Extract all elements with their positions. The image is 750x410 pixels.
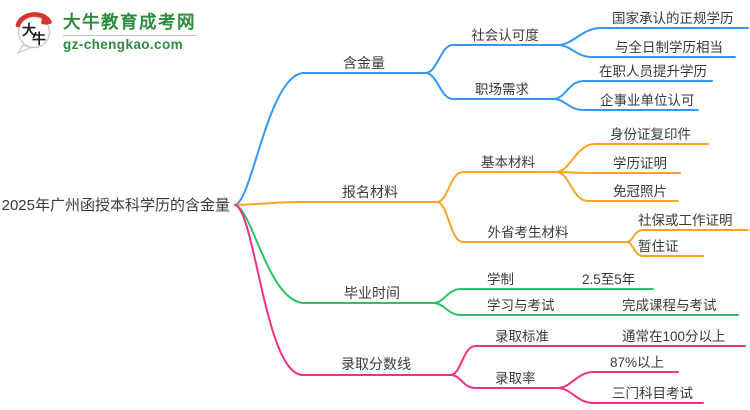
branch-admission-score-label: 录取分数线	[341, 356, 411, 372]
leaf-social-security-work-proof-label: 社保或工作证明	[638, 213, 733, 228]
leaf-inservice-upgrade-label: 在职人员提升学历	[599, 64, 707, 79]
node-admission-standard-label: 录取标准	[495, 329, 549, 344]
svg-text:大: 大	[22, 22, 36, 38]
node-study-and-exams-label: 学习与考试	[487, 298, 555, 313]
site-logo: 大 牛 大牛教育成考网 gz-chengkao.com	[13, 9, 196, 55]
leaf-state-recognized-degree-label: 国家承认的正规学历	[612, 10, 734, 26]
svg-text:牛: 牛	[32, 31, 46, 47]
leaf-complete-courses-exams-label: 完成课程与考试	[622, 298, 717, 313]
leaf-usually-above-100-label: 通常在100分以上	[622, 329, 726, 344]
leaf-87-percent-above-label: 87%以上	[610, 355, 664, 370]
branch-value-lines	[234, 27, 749, 206]
logo-url: gz-chengkao.com	[63, 36, 184, 52]
leaf-temporary-residence-permit-label: 暂住证	[638, 239, 679, 254]
logo-title: 大牛教育成考网	[63, 12, 196, 33]
leaf-education-certificate-label: 学历证明	[613, 156, 667, 171]
leaf-three-subject-exam-label: 三门科目考试	[612, 386, 693, 401]
node-social-recognition-label: 社会认可度	[471, 28, 539, 43]
branch-graduation-time-label: 毕业时间	[344, 285, 400, 301]
leaf-enterprise-recognition-label: 企事业单位认可	[600, 92, 695, 108]
root-topic-label: 2025年广州函授本科学历的含金量	[2, 197, 230, 214]
node-workplace-demand-label: 职场需求	[475, 82, 529, 97]
branch-application-materials-lines	[234, 143, 749, 257]
branch-value-label: 含金量	[343, 55, 385, 71]
node-out-of-province-materials-label: 外省考生材料	[488, 225, 569, 240]
branch-application-materials-label: 报名材料	[342, 184, 398, 200]
node-basic-materials-label: 基本材料	[481, 154, 535, 170]
leaf-bareheaded-photo-label: 免冠照片	[613, 184, 667, 199]
leaf-equivalent-full-time-label: 与全日制学历相当	[615, 39, 723, 55]
node-admission-rate-label: 录取率	[495, 370, 536, 386]
leaf-id-card-copy-label: 身份证复印件	[610, 126, 691, 142]
logo-text-block: 大牛教育成考网 gz-chengkao.com	[63, 12, 196, 52]
leaf-2-5-to-5-years-label: 2.5至5年	[582, 272, 635, 287]
logo-divider	[63, 34, 196, 36]
branch-admission-score-lines	[234, 204, 746, 404]
logo-bubble-icon: 大 牛	[13, 9, 55, 55]
node-study-length-label: 学制	[487, 272, 514, 287]
